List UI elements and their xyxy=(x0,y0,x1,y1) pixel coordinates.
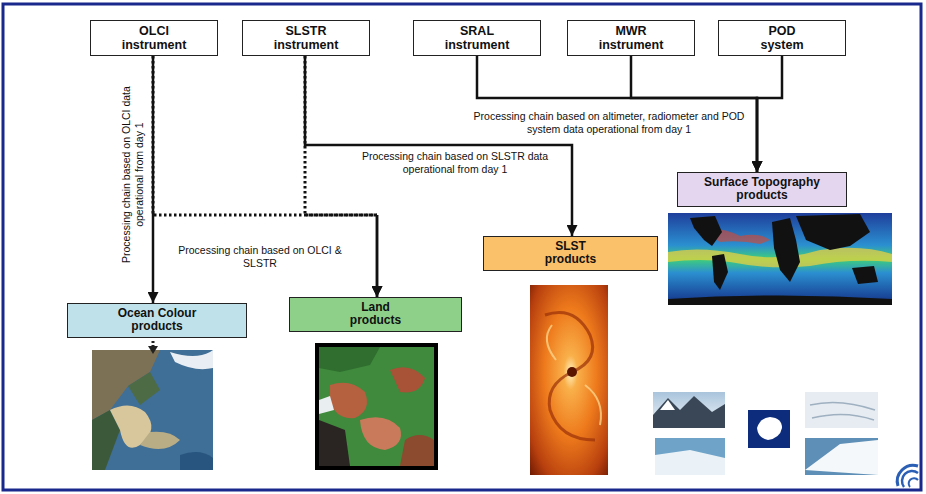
hurricane-image xyxy=(545,313,593,373)
product-box: Land products xyxy=(289,297,462,332)
topography-map xyxy=(668,296,892,306)
logo-swirl xyxy=(897,465,918,487)
antarctic-photos xyxy=(810,402,875,420)
box-label: OLCI instrument xyxy=(122,24,187,52)
edge-label: Processing chain based on OLCI data oper… xyxy=(120,60,145,290)
box-label: MWR instrument xyxy=(599,24,664,52)
hurricane-image xyxy=(530,285,608,475)
box-label: Ocean Colour products xyxy=(107,307,207,334)
connector-line xyxy=(376,215,379,297)
connector-dotted xyxy=(153,56,377,215)
connector-line xyxy=(757,56,782,172)
antarctic-photos xyxy=(653,396,725,428)
hurricane-image xyxy=(547,325,556,360)
land-image xyxy=(400,435,434,466)
edge-label: Processing chain based on altimeter, rad… xyxy=(470,110,748,135)
edge-label: Processing chain based on OLCI & SLSTR xyxy=(175,244,345,269)
product-box: Ocean Colour products xyxy=(67,303,247,338)
hurricane-image xyxy=(585,385,601,425)
hurricane-image xyxy=(549,372,595,440)
topography-map xyxy=(712,254,728,290)
ocean-colour-image xyxy=(180,452,213,470)
ocean-colour-image xyxy=(140,432,180,449)
antarctic-photos xyxy=(748,410,790,448)
topography-map xyxy=(772,218,800,282)
antarctic-photos xyxy=(805,392,878,428)
land-image xyxy=(360,417,401,450)
instrument-box: MWR instrument xyxy=(567,20,695,56)
antarctic-photos xyxy=(655,450,725,475)
logo-swirl xyxy=(909,478,918,487)
frame-border xyxy=(3,4,921,490)
product-box: Surface Topography products xyxy=(677,172,847,207)
instrument-box: OLCI instrument xyxy=(90,20,218,56)
topography-map xyxy=(668,213,892,305)
connector xyxy=(757,56,782,172)
frame-border xyxy=(3,4,921,490)
land-image xyxy=(319,347,434,466)
connector xyxy=(305,56,572,236)
instrument-box: POD system xyxy=(718,20,846,56)
instrument-box: SLSTR instrument xyxy=(242,20,370,56)
ocean-colour-image xyxy=(170,350,213,369)
box-label: Land products xyxy=(341,301,411,328)
edge-label: Processing chain based on SLSTR data ope… xyxy=(345,150,565,175)
topography-map xyxy=(690,216,722,246)
connector-line xyxy=(305,56,572,236)
box-label: SLST products xyxy=(536,240,606,267)
connector xyxy=(305,56,377,297)
antarctic-photos xyxy=(757,417,782,440)
land-image xyxy=(319,420,350,466)
box-label: SLSTR instrument xyxy=(274,24,339,52)
land-image xyxy=(315,343,438,470)
antarctic-photos xyxy=(653,392,878,475)
antarctic-photos xyxy=(653,392,725,428)
ocean-colour-image xyxy=(128,372,160,405)
antarctic-photos xyxy=(805,440,878,475)
topography-map xyxy=(796,214,870,250)
box-label: Surface Topography products xyxy=(695,176,830,203)
logo-swirl xyxy=(902,471,918,487)
antarctic-photos xyxy=(655,438,725,475)
land-image xyxy=(390,367,425,392)
antarctic-photos xyxy=(660,400,675,410)
connector-line xyxy=(376,215,379,297)
box-label: SRAL instrument xyxy=(445,24,510,52)
logo-swirl xyxy=(897,465,918,486)
hurricane-image xyxy=(567,367,577,377)
topography-map xyxy=(852,266,878,284)
connector xyxy=(153,56,377,297)
topography-map xyxy=(668,213,892,305)
antarctic-photos xyxy=(805,438,878,475)
land-image xyxy=(315,343,438,470)
ocean-colour-image xyxy=(92,350,213,470)
ocean-colour-image xyxy=(148,346,158,354)
land-image xyxy=(319,347,380,372)
connector-dotted xyxy=(305,56,377,215)
land-image xyxy=(319,396,334,414)
ocean-colour-image xyxy=(92,341,213,470)
instrument-box: SRAL instrument xyxy=(413,20,541,56)
box-label: POD system xyxy=(760,24,803,52)
product-box: SLST products xyxy=(483,236,658,271)
land-image xyxy=(330,383,367,419)
hurricane-image xyxy=(530,285,608,475)
